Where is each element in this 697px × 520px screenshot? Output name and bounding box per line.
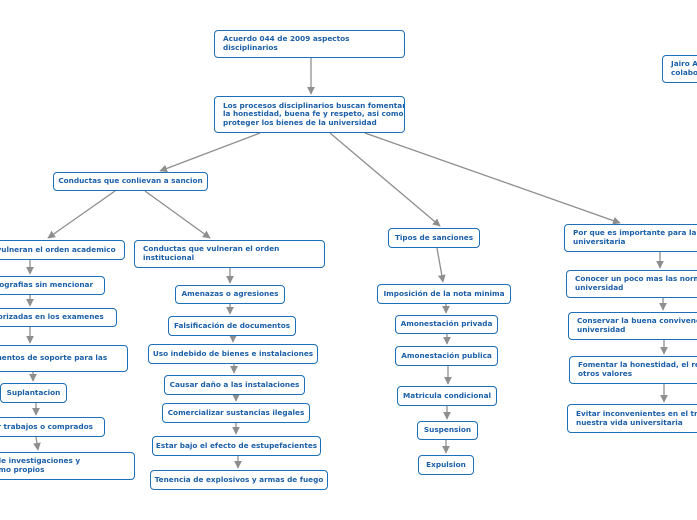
academico-item-node[interactable]: bliografias sin mencionar — [0, 276, 105, 295]
academico-item-node[interactable]: tar trabajos o comprados — [0, 417, 105, 437]
institucional-item-label: Estar bajo el efecto de estupefacientes — [155, 440, 318, 450]
main-idea-node[interactable]: Los procesos disciplinarios buscan fomen… — [214, 96, 405, 133]
sancion-item-label: Matricula condicional — [403, 390, 491, 400]
institucional-item-node[interactable]: Falsificación de documentos — [168, 316, 296, 336]
connector-arrow — [47, 190, 116, 239]
academico-item-node[interactable]: utorizadas en los examenes — [0, 308, 117, 327]
institucional-item-node[interactable]: Tenencia de explosivos y armas de fuego — [150, 470, 328, 490]
institucional-item-label: Causar daño a las instalaciones — [169, 379, 300, 389]
sancion-item-label: Expulsion — [426, 459, 466, 469]
academico-item-node[interactable]: Suplantacion — [0, 383, 67, 403]
connector-arrow — [364, 132, 621, 225]
institucional-item-label: Comercializar sustancias ilegales — [167, 407, 305, 417]
connector-arrow — [436, 247, 446, 283]
academico-item-label: Suplantacion — [6, 387, 61, 397]
sancion-item-node[interactable]: Matricula condicional — [397, 386, 497, 406]
institucional-item-node[interactable]: Amenazas o agresiones — [175, 285, 285, 304]
sancion-item-node[interactable]: Imposición de la nota minima — [377, 284, 511, 304]
sancion-item-node[interactable]: Amonestación privada — [395, 315, 498, 334]
connector-arrow — [33, 436, 41, 451]
academico-node[interactable]: e vulneran el orden academico — [0, 240, 125, 260]
institucional-item-label: Uso indebido de bienes e instalaciones — [152, 348, 314, 358]
academico-label: e vulneran el orden academico — [0, 244, 116, 254]
connector-arrow — [329, 132, 441, 227]
academico-item-label: utorizadas en los examenes — [0, 312, 104, 322]
academico-item-label: bliografias sin mencionar — [0, 280, 94, 290]
sancion-item-node[interactable]: Amonestación publica — [395, 346, 498, 366]
sancion-item-label: Imposición de la nota minima — [383, 288, 505, 298]
sanciones-node[interactable]: Tipos de sanciones — [388, 228, 480, 248]
academico-item-label: tar trabajos o comprados — [0, 421, 93, 431]
institucional-item-node[interactable]: Causar daño a las instalaciones — [164, 375, 305, 395]
connector-arrow — [159, 132, 261, 173]
sancion-item-node[interactable]: Suspension — [417, 421, 478, 440]
main-idea-label: Los procesos disciplinarios buscan fomen… — [223, 100, 405, 127]
institucional-item-label: Falsificación de documentos — [173, 320, 291, 330]
sancion-item-label: Amonestación privada — [400, 319, 493, 329]
sanciones-label: Tipos de sanciones — [394, 232, 474, 242]
institucional-item-label: Amenazas o agresiones — [181, 289, 279, 299]
sancion-item-node[interactable]: Expulsion — [418, 455, 474, 475]
academico-item-node[interactable]: s de investigaciones y como propios — [0, 452, 135, 480]
institucional-item-node[interactable]: Uso indebido de bienes e instalaciones — [148, 344, 318, 364]
conductas-label: Conductas que conlievan a sancion — [58, 176, 203, 186]
conductas-node[interactable]: Conductas que conlievan a sancion — [53, 172, 208, 191]
institucional-item-label: Tenencia de explosivos y armas de fuego — [154, 474, 324, 484]
connector-arrow — [144, 190, 211, 239]
sancion-item-label: Suspension — [423, 425, 472, 435]
sancion-item-label: Amonestación publica — [401, 350, 492, 360]
academico-item-label: umentos de soporte para las — [0, 353, 108, 363]
institucional-item-node[interactable]: Comercializar sustancias ilegales — [162, 403, 310, 423]
academico-item-label: s de investigaciones y como propios — [0, 456, 81, 474]
institucional-item-node[interactable]: Estar bajo el efecto de estupefacientes — [152, 436, 321, 456]
academico-item-node[interactable]: umentos de soporte para las — [0, 345, 128, 372]
